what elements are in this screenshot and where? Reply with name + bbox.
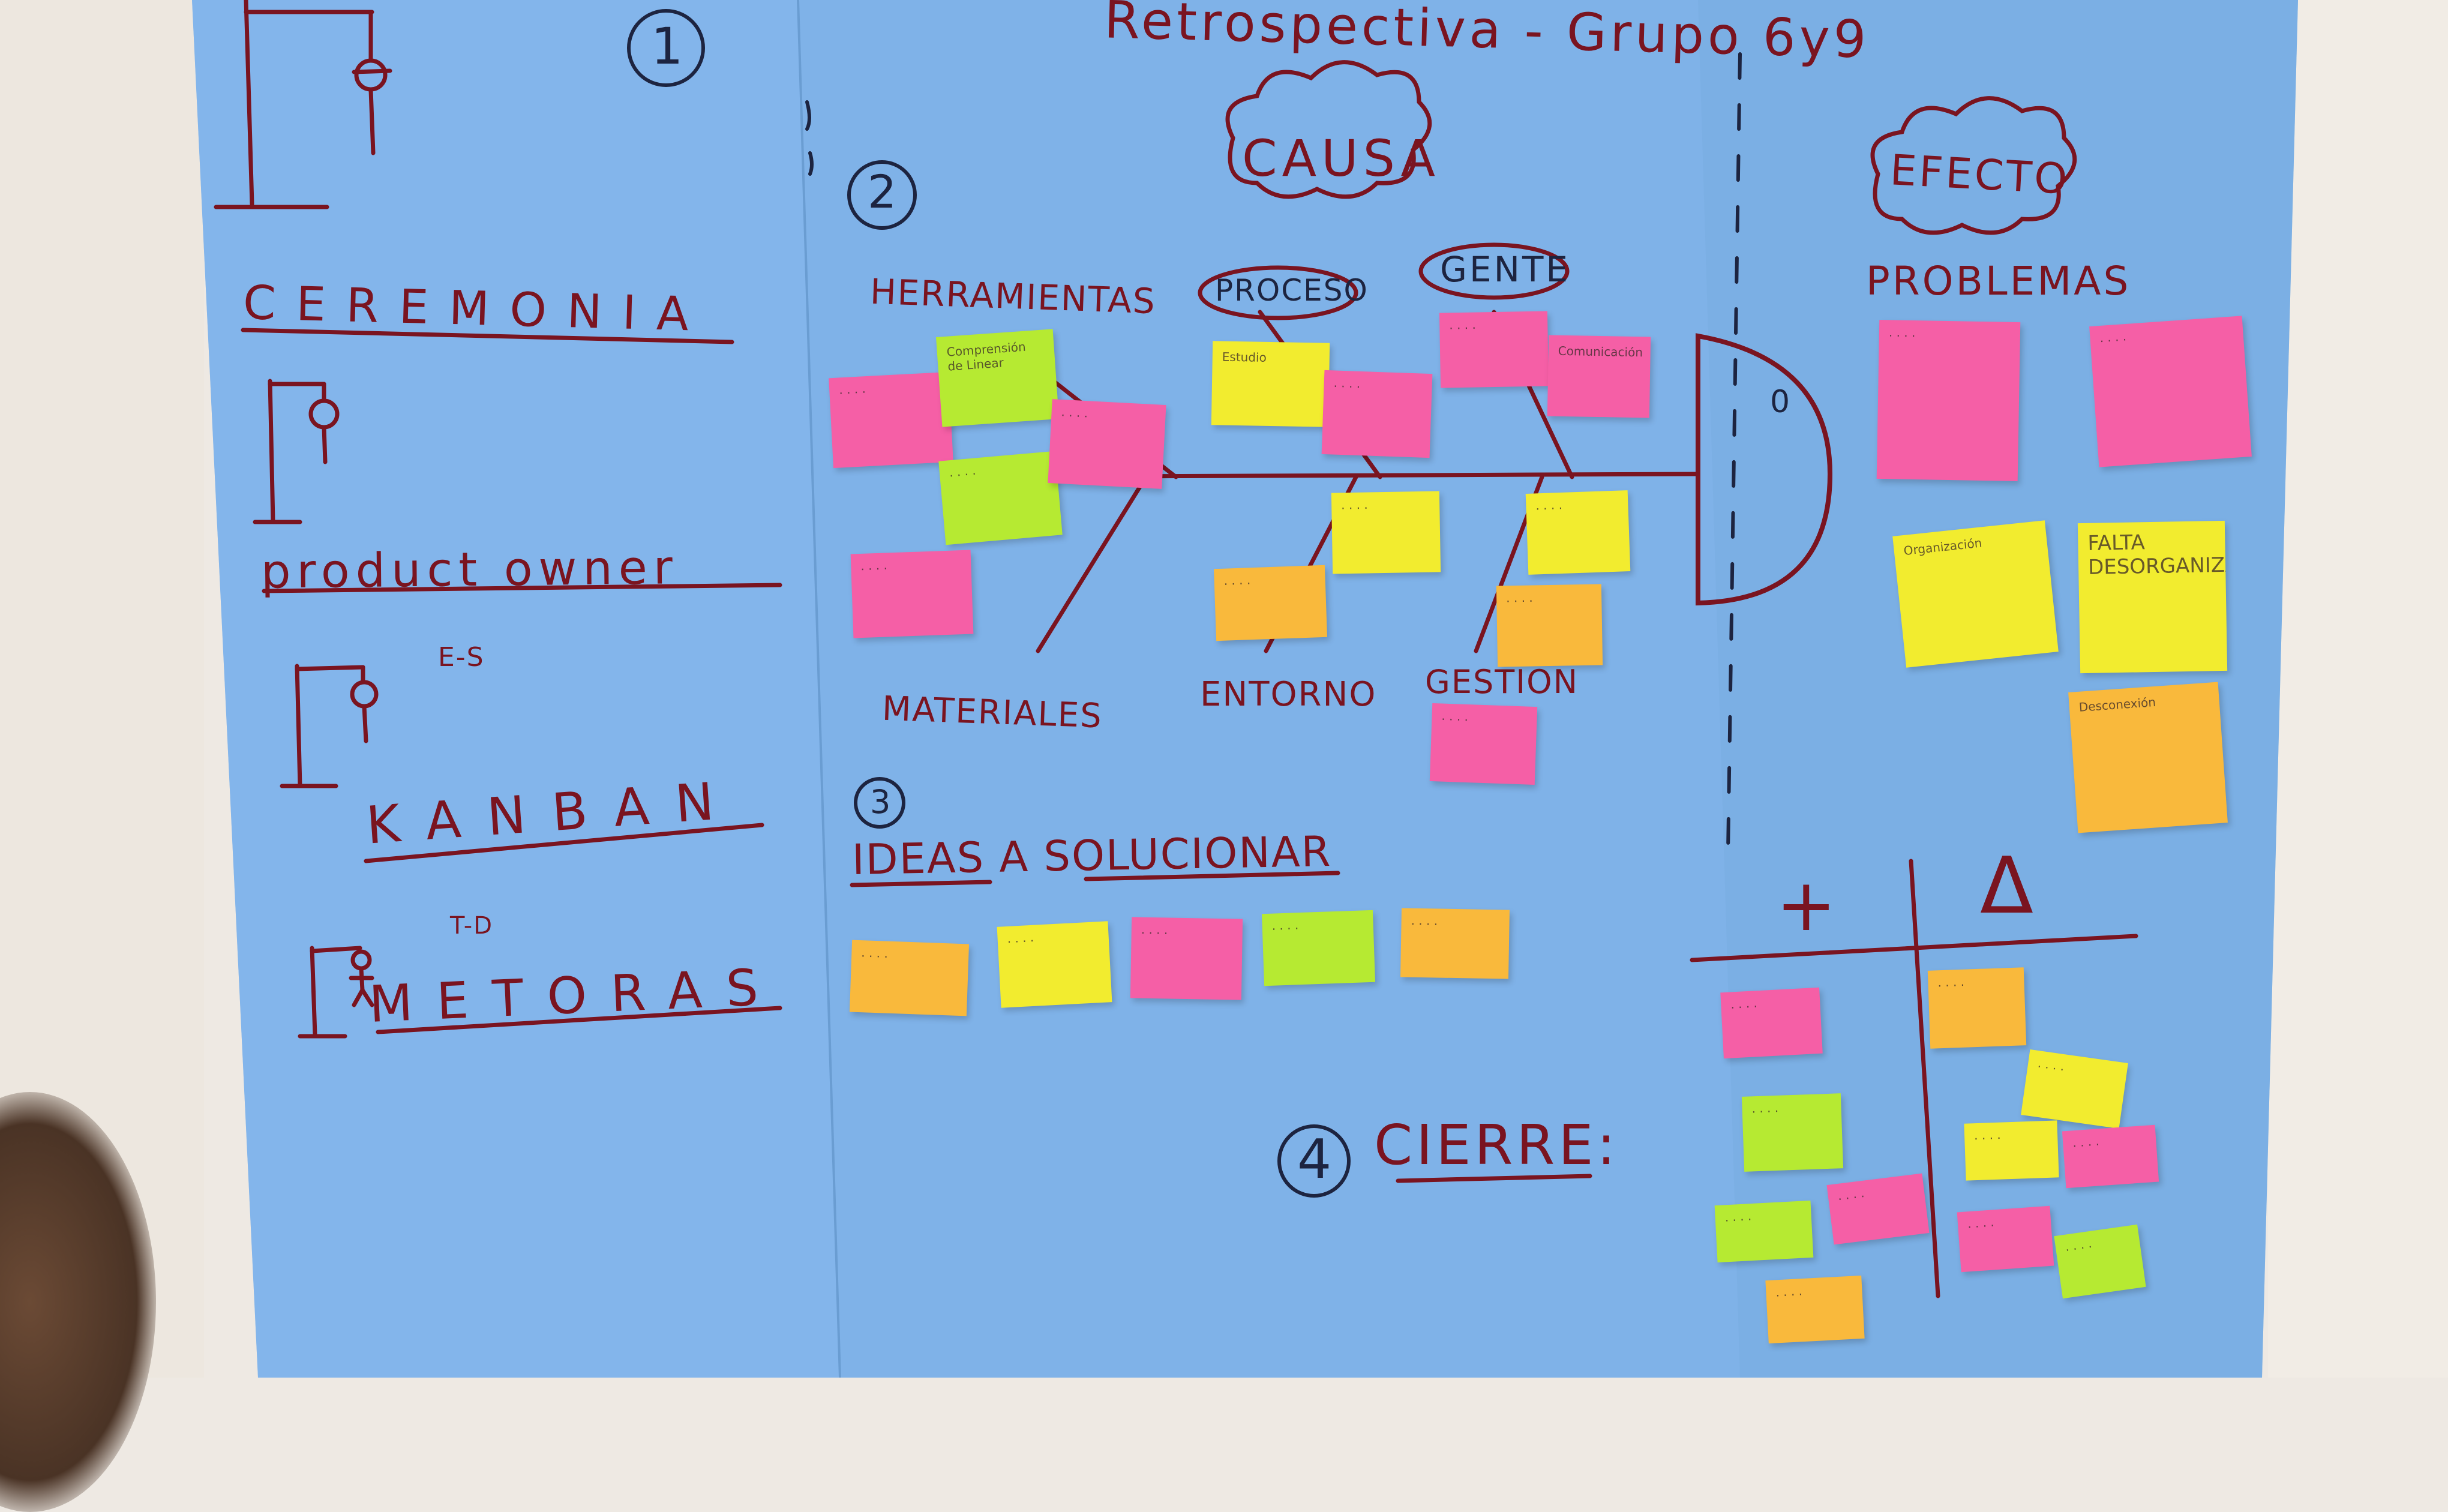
sticky-note: · · · ·	[2021, 1049, 2128, 1129]
sticky-note: · · · ·	[1321, 370, 1433, 458]
section-number-3: 3	[870, 783, 891, 821]
sticky-note: · · · ·	[1876, 319, 2021, 482]
note-text: Comprensión de Linear	[946, 339, 1027, 374]
category-materiales: MATERIALES	[881, 689, 1103, 736]
sticky-note: Organización	[1892, 520, 2059, 668]
note-text: Comunicación	[1558, 343, 1643, 360]
cause-cloud-label: CAUSA	[1242, 129, 1440, 188]
sticky-note: · · · ·	[1964, 1120, 2059, 1181]
sticky-note: · · · ·	[850, 550, 974, 638]
note-mark-es: E-S	[438, 642, 485, 673]
word-product-owner: product owner	[260, 541, 679, 599]
sticky-note: · · · ·	[2089, 316, 2252, 467]
plus-sign: +	[1776, 864, 1837, 947]
note-text: Desconexión	[2078, 694, 2156, 715]
delta-sign: Δ	[1980, 840, 2033, 931]
category-gente: GENTE	[1440, 249, 1571, 290]
category-gestion: GESTION	[1425, 663, 1579, 701]
note-text: Estudio	[1222, 349, 1267, 365]
sticky-note: · · · ·	[1496, 584, 1603, 667]
note-mark-td: T-D	[450, 912, 493, 940]
sticky-note: · · · ·	[1714, 1200, 1814, 1263]
section-number-2: 2	[868, 165, 897, 218]
sticky-note: · · · ·	[1741, 1093, 1844, 1172]
sticky-note: · · · ·	[1765, 1275, 1865, 1344]
closing-title: CIERRE:	[1374, 1113, 1619, 1177]
note-text: FALTA DESORGANIZACIÓN	[2087, 530, 2228, 580]
section-number-4: 4	[1297, 1128, 1332, 1191]
sticky-note: · · · ·	[2062, 1124, 2159, 1189]
sticky-note: · · · ·	[1429, 703, 1538, 785]
note-text: Organización	[1903, 535, 1983, 559]
sticky-note: · · · ·	[1957, 1205, 2054, 1273]
sticky-note: · · · ·	[1261, 910, 1376, 986]
sticky-note: · · · ·	[1439, 311, 1549, 388]
sticky-note: Comunicación	[1547, 335, 1651, 418]
ideas-title: IDEAS A SOLUCIONAR	[851, 827, 1332, 884]
sticky-note: Desconexión	[2068, 682, 2228, 833]
sticky-note: Comprensión de Linear	[936, 329, 1059, 427]
fish-head-mark: 0	[1770, 384, 1790, 420]
effect-cloud-label: EFECTO	[1889, 145, 2071, 204]
sticky-note: · · · ·	[1048, 399, 1166, 489]
sticky-note: · · · ·	[1130, 917, 1243, 1000]
category-proceso: PROCESO	[1215, 273, 1369, 308]
sticky-note: · · · ·	[1331, 491, 1441, 574]
sticky-note: · · · ·	[2054, 1224, 2146, 1299]
section-number-1: 1	[651, 17, 683, 76]
sticky-note: · · · ·	[849, 940, 970, 1016]
sticky-note: · · · ·	[997, 921, 1112, 1008]
wall-right	[2268, 0, 2448, 1378]
category-entorno: ENTORNO	[1200, 675, 1377, 714]
sticky-note: · · · ·	[829, 371, 953, 469]
sticky-note: · · · ·	[1826, 1173, 1930, 1245]
sticky-note: · · · ·	[938, 451, 1063, 545]
sticky-note: · · · ·	[1720, 987, 1823, 1059]
sticky-note: · · · ·	[1927, 967, 2027, 1049]
sticky-note: · · · ·	[1400, 908, 1510, 979]
problems-label: PROBLEMAS	[1866, 258, 2131, 304]
sticky-note: Estudio	[1211, 341, 1330, 427]
sticky-note: · · · ·	[1213, 565, 1328, 641]
sticky-note: · · · ·	[1525, 490, 1631, 575]
sticky-note: FALTA DESORGANIZACIÓN	[2077, 520, 2228, 674]
